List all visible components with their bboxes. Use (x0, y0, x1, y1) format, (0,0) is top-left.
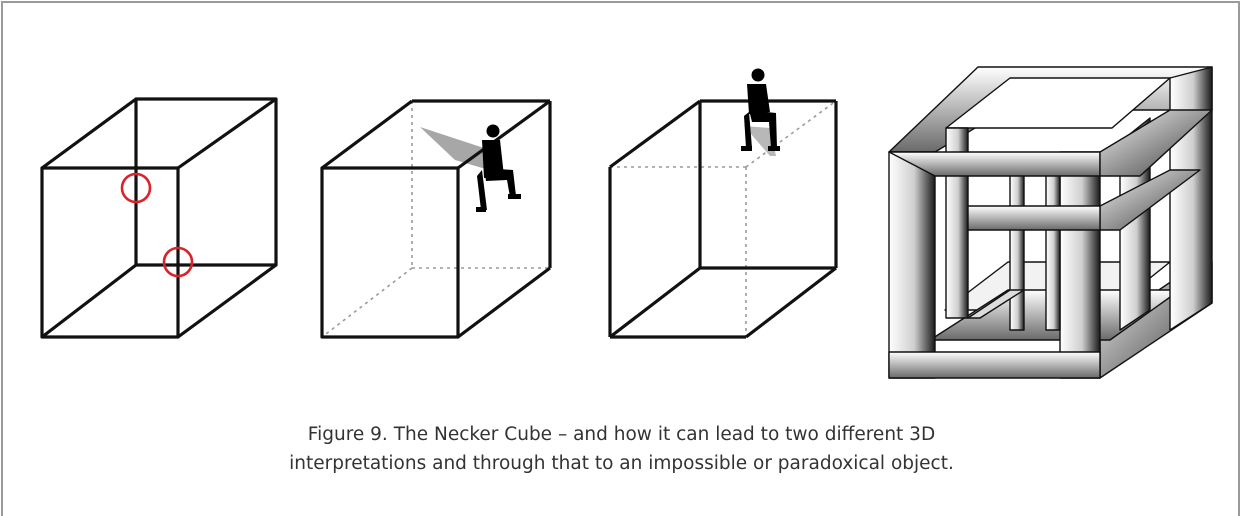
sitting-person-icon (741, 68, 780, 151)
caption-line-2: interpretations and through that to an i… (289, 453, 954, 474)
cube-interpretation-2 (608, 68, 838, 339)
figure-caption: Figure 9. The Necker Cube – and how it c… (0, 420, 1243, 478)
figure-illustrations (40, 66, 1213, 379)
cube-interpretation-1 (320, 99, 552, 339)
sitting-person-icon (476, 124, 521, 212)
caption-line-1: Figure 9. The Necker Cube – and how it c… (307, 424, 936, 445)
shadow-shape (420, 127, 496, 172)
intersection-marker-icon (120, 172, 152, 204)
intersection-marker-icon (162, 246, 194, 278)
necker-cube (40, 97, 278, 339)
impossible-cube (888, 66, 1213, 379)
